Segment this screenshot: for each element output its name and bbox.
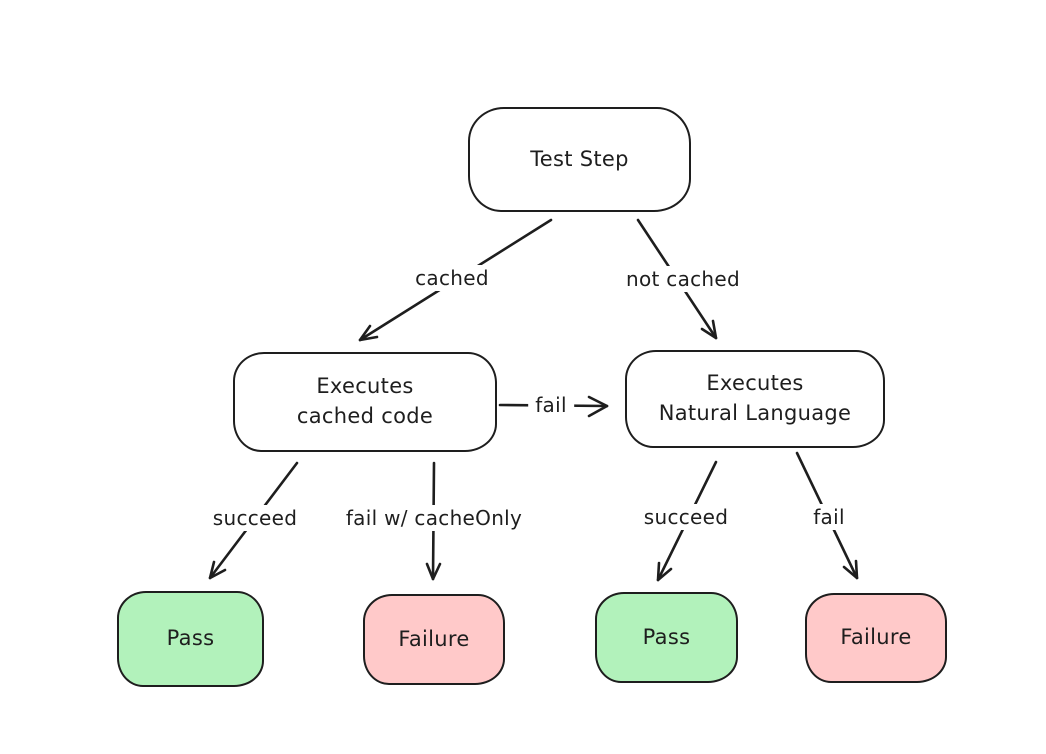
node-executes-natural-language: Executes Natural Language xyxy=(625,350,885,448)
edge-label-fail-natural: fail xyxy=(806,504,852,530)
arrowhead-icon xyxy=(842,559,859,580)
node-label: Executes Natural Language xyxy=(658,371,852,425)
edge-label-succeed-natural: succeed xyxy=(636,504,736,530)
node-label: Pass xyxy=(166,626,215,651)
node-failure-cached: Failure xyxy=(363,594,505,685)
arrowhead-icon xyxy=(587,395,609,418)
node-failure-natural-language: Failure xyxy=(805,593,947,683)
arrowhead-icon xyxy=(358,324,379,342)
node-label: Failure xyxy=(840,625,912,650)
node-label: Pass xyxy=(642,624,691,649)
arrowhead-icon xyxy=(208,560,227,580)
edge-label-cached: cached xyxy=(408,265,496,291)
edge-label-not-cached: not cached xyxy=(618,266,748,292)
edge-label-fail-cache-only: fail w/ cacheOnly xyxy=(338,505,530,531)
node-pass-cached: Pass xyxy=(117,591,264,687)
arrowhead-icon xyxy=(656,561,673,582)
node-label: Test Step xyxy=(530,146,629,171)
edge-label-succeed-cached: succeed xyxy=(205,505,305,531)
node-executes-cached-code: Executes cached code xyxy=(233,352,497,452)
arrowhead-icon xyxy=(425,562,442,581)
node-pass-natural-language: Pass xyxy=(595,592,738,683)
edge-label-fail-fallback: fail xyxy=(528,392,574,418)
arrowhead-icon xyxy=(700,319,718,340)
node-test-step: Test Step xyxy=(468,107,691,212)
node-label: Failure xyxy=(398,626,470,651)
node-label: Executes cached code xyxy=(296,374,434,428)
